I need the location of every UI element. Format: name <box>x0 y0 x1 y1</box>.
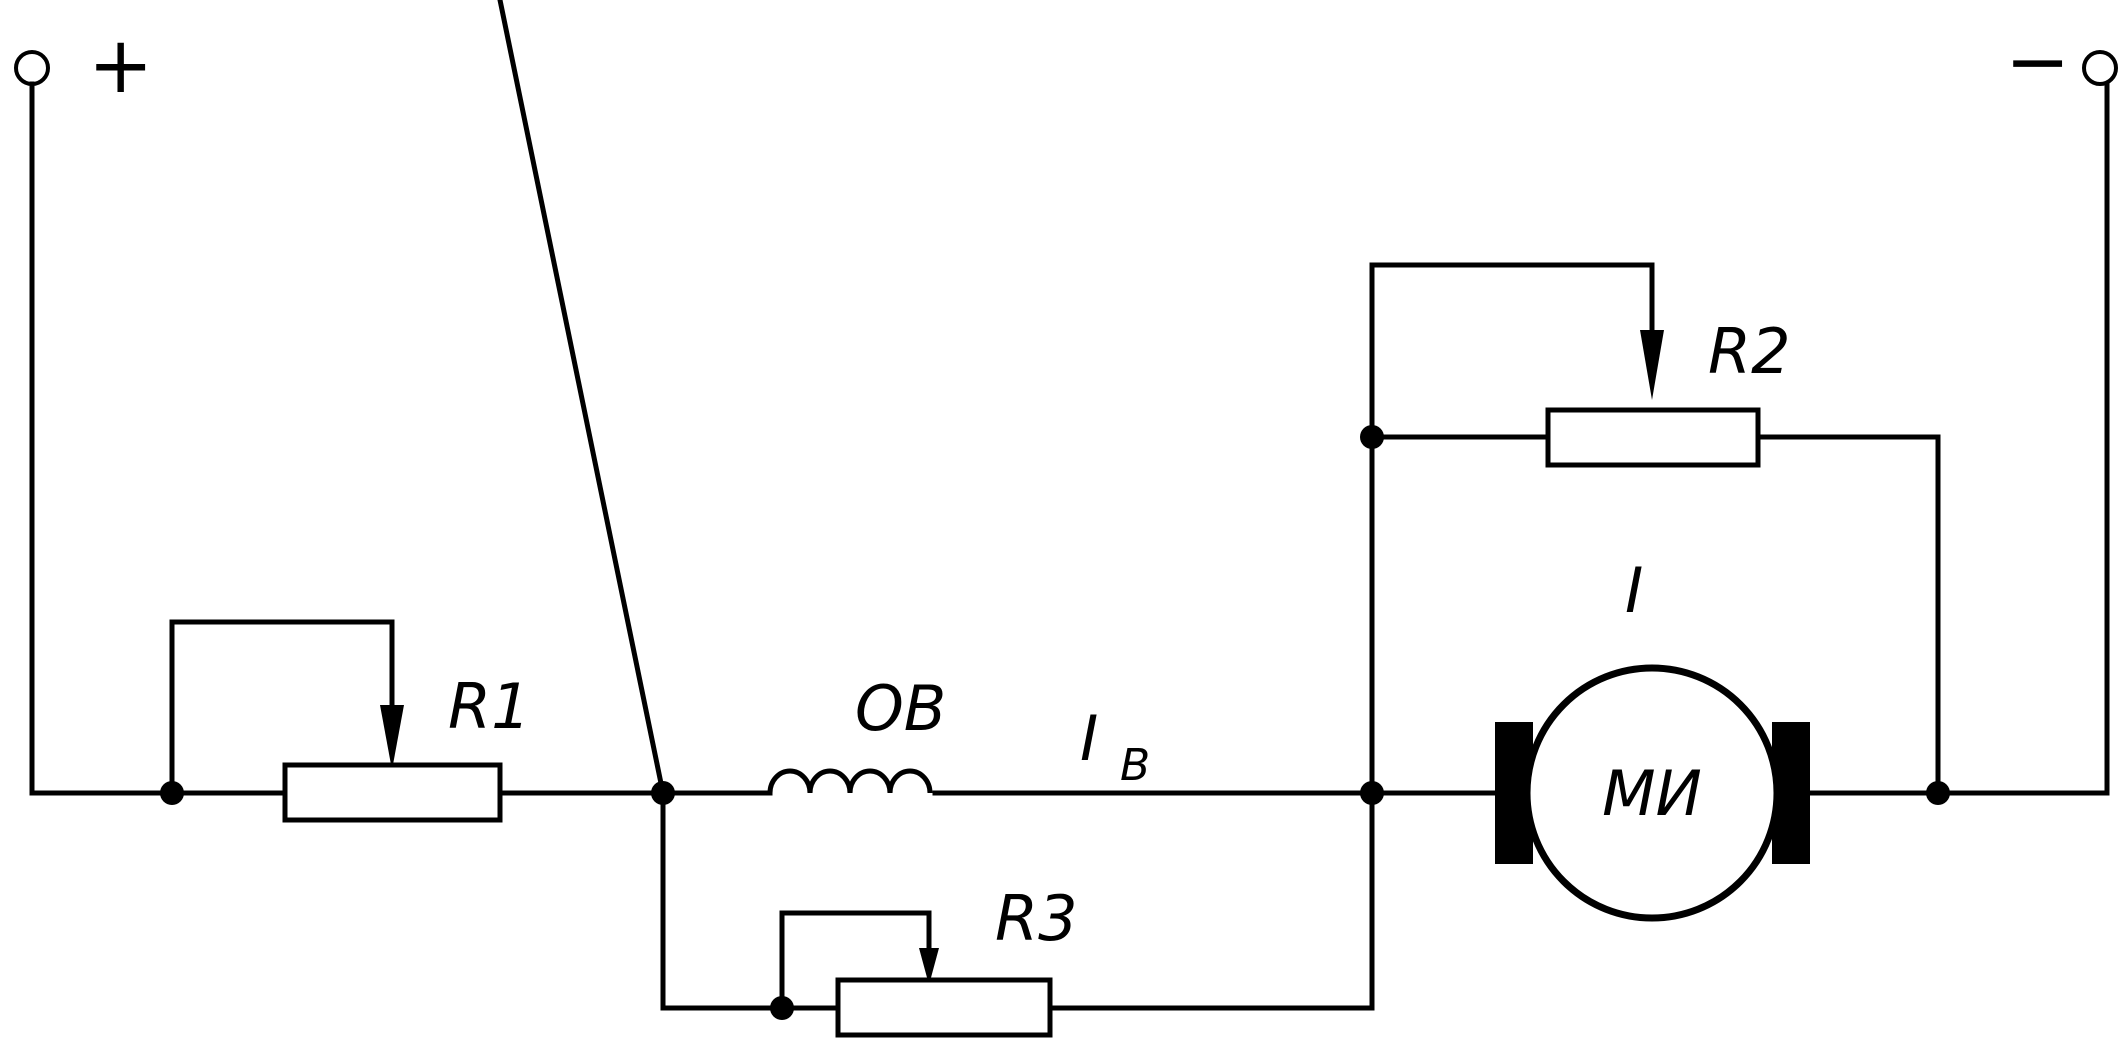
label-field-current: I <box>1080 702 1098 775</box>
junction-node-r3-wiper <box>770 996 794 1020</box>
r3-branch-wire <box>660 790 841 1011</box>
r2-left-wire <box>1369 262 1655 796</box>
r2-wiper-arrow <box>1640 330 1664 400</box>
label-field-current-subscript: В <box>1120 740 1150 791</box>
label-r2: R2 <box>1708 315 1791 388</box>
r1-wiper-loop <box>169 619 395 796</box>
junction-node-right <box>1926 781 1950 805</box>
label-armature-current: I <box>1625 554 1643 627</box>
resistor-r3 <box>835 977 1053 1038</box>
motor <box>1523 664 1781 922</box>
resistor-r2 <box>1545 407 1761 468</box>
label-r1: R1 <box>448 670 531 743</box>
label-r3: R3 <box>995 882 1078 955</box>
negative-terminal-sign: − <box>2005 17 2070 107</box>
r2-output-wire <box>1755 434 1941 796</box>
junction-node-center <box>1360 781 1384 805</box>
wire-r1-to-junction <box>497 0 666 796</box>
field-winding-coil <box>767 768 933 794</box>
negative-terminal <box>2082 50 2118 86</box>
r1-wiper-arrow <box>380 705 404 770</box>
wire-right-supply <box>1935 81 2110 796</box>
junction-node-r2-left <box>1360 425 1384 449</box>
r3-wiper-arrow <box>919 948 939 985</box>
label-field-winding: ОВ <box>855 672 946 745</box>
r3-wiper-loop <box>779 910 932 1011</box>
r3-branch-return <box>1047 790 1375 1011</box>
resistor-r1 <box>282 762 503 823</box>
wire-left-supply <box>29 81 288 796</box>
positive-terminal-sign: + <box>88 21 153 111</box>
junction-node-r1-left <box>160 781 184 805</box>
junction-node-r3-left <box>651 781 675 805</box>
positive-terminal <box>14 50 50 86</box>
label-motor: МИ <box>1602 757 1702 830</box>
